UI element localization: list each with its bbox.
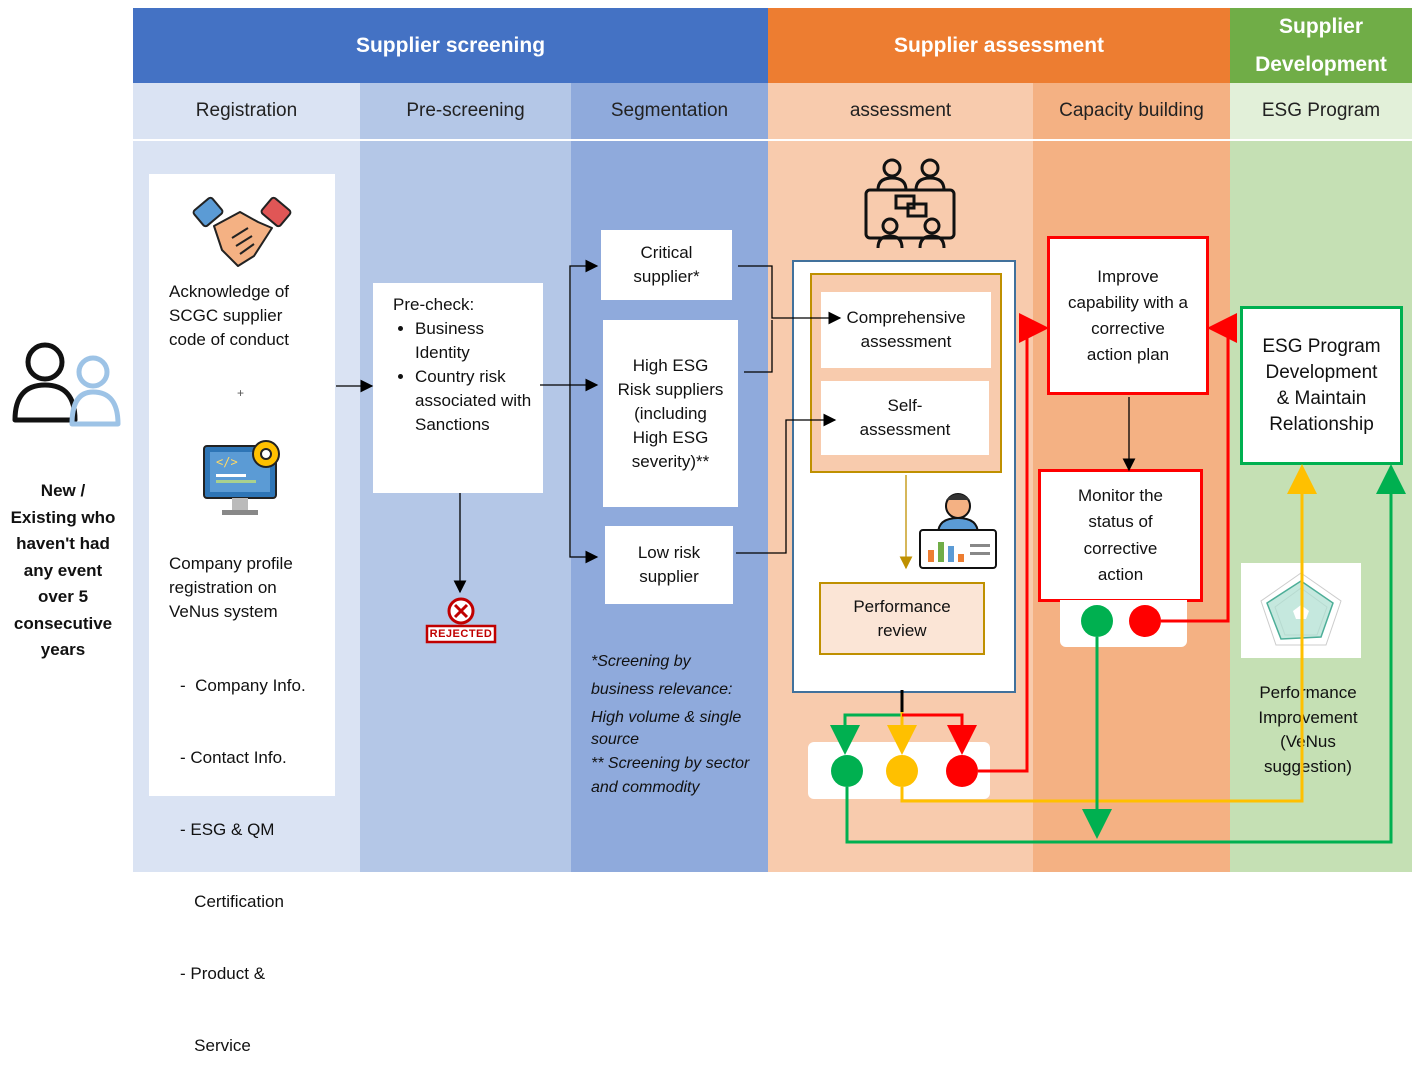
svg-text:</>: </> bbox=[216, 455, 238, 469]
acknowledge-code-of-conduct: Acknowledge of SCGC supplier code of con… bbox=[169, 280, 329, 352]
presenter-chart-icon bbox=[919, 493, 997, 569]
header-development-line2: Development bbox=[1255, 52, 1387, 76]
high-esg-risk-box: High ESG Risk suppliers (including High … bbox=[603, 320, 738, 507]
stage-esg-program: ESG Program bbox=[1230, 83, 1412, 139]
users-icon bbox=[12, 342, 121, 427]
precheck-bullet-country: Country risk associated with Sanctions bbox=[415, 365, 535, 437]
header-supplier-development: Supplier Development bbox=[1230, 8, 1412, 83]
column-prescreening bbox=[360, 141, 571, 872]
flow-connectors bbox=[336, 259, 1406, 844]
precheck-box: Pre-check: Business Identity Country ris… bbox=[373, 283, 543, 493]
note-line: *Screening by bbox=[591, 653, 691, 670]
meeting-icon bbox=[864, 158, 956, 249]
stage-prescreening: Pre-screening bbox=[360, 83, 571, 139]
precheck-title: Pre-check: bbox=[393, 295, 475, 314]
rejected-stamp-icon bbox=[425, 597, 497, 644]
plus-sign: + bbox=[237, 386, 245, 400]
performance-improvement-text: Performance Improvement (VeNus suggestio… bbox=[1258, 683, 1358, 776]
left-line4: any event bbox=[23, 560, 103, 580]
ack-line1: Acknowledge of bbox=[169, 282, 290, 301]
ack-line3: code of conduct bbox=[169, 330, 290, 349]
red-status-dot bbox=[1129, 605, 1161, 637]
self-assessment-box: Self-assessment bbox=[821, 381, 989, 455]
header-supplier-assessment: Supplier assessment bbox=[768, 8, 1230, 83]
green-status-dot bbox=[1081, 605, 1113, 637]
new-existing-supplier-label: New / Existing who haven't had any event… bbox=[0, 478, 126, 664]
left-line1: New / bbox=[40, 481, 86, 500]
segmentation-notes: *Screening by business relevance: High v… bbox=[591, 650, 766, 800]
note-line: ** Screening by sector bbox=[591, 755, 750, 772]
header-development-line1: Supplier bbox=[1278, 14, 1363, 38]
comprehensive-assessment-box: Comprehensive assessment bbox=[821, 292, 991, 368]
rejected-label: REJECTED bbox=[429, 628, 493, 640]
esg-program-box: ESG Program Development & Maintain Relat… bbox=[1240, 306, 1403, 465]
column-esg-program bbox=[1230, 141, 1412, 872]
left-line5: over 5 bbox=[37, 587, 89, 606]
profile-line3: VeNus system bbox=[169, 602, 278, 621]
note-line: source bbox=[591, 731, 640, 748]
left-line7: years bbox=[40, 640, 86, 659]
profile-line1: Company profile bbox=[169, 554, 293, 573]
computer-gear-icon: </> bbox=[203, 440, 280, 515]
stage-capacity-building: Capacity building bbox=[1033, 83, 1230, 139]
header-supplier-screening: Supplier screening bbox=[133, 8, 768, 83]
profile-line2: registration on bbox=[169, 578, 277, 597]
stage-registration: Registration bbox=[133, 83, 360, 139]
company-profile-registration: Company profile registration on VeNus sy… bbox=[169, 552, 334, 624]
note-line: High volume & single bbox=[591, 709, 742, 726]
yellow-result-dot bbox=[886, 755, 918, 787]
red-result-dot bbox=[946, 755, 978, 787]
list-item: Service bbox=[180, 1036, 251, 1055]
list-item: - Product & bbox=[180, 964, 266, 983]
list-item: - Company Info. bbox=[180, 676, 306, 695]
handshake-icon bbox=[192, 196, 292, 267]
performance-review-box: Performance review bbox=[819, 582, 985, 655]
critical-supplier-box: Critical supplier* bbox=[601, 230, 732, 300]
stage-segmentation: Segmentation bbox=[571, 83, 768, 139]
left-line6: consecutive bbox=[13, 613, 113, 633]
list-item: Certification bbox=[180, 892, 284, 911]
improve-capability-box: Improve capability with a corrective act… bbox=[1047, 236, 1209, 395]
left-line3: haven't had bbox=[16, 534, 110, 553]
note-line: business relevance: bbox=[591, 681, 733, 698]
left-line2: Existing who bbox=[10, 507, 116, 527]
low-risk-supplier-box: Low risk supplier bbox=[605, 526, 733, 604]
green-result-dot bbox=[831, 755, 863, 787]
list-item: - ESG & QM bbox=[180, 820, 275, 839]
precheck-bullet-business: Business Identity bbox=[415, 317, 535, 365]
list-item: - Contact Info. bbox=[180, 748, 287, 767]
note-line: and commodity bbox=[591, 779, 700, 796]
stage-assessment: assessment bbox=[768, 83, 1033, 139]
ack-line2: SCGC supplier bbox=[169, 306, 283, 325]
